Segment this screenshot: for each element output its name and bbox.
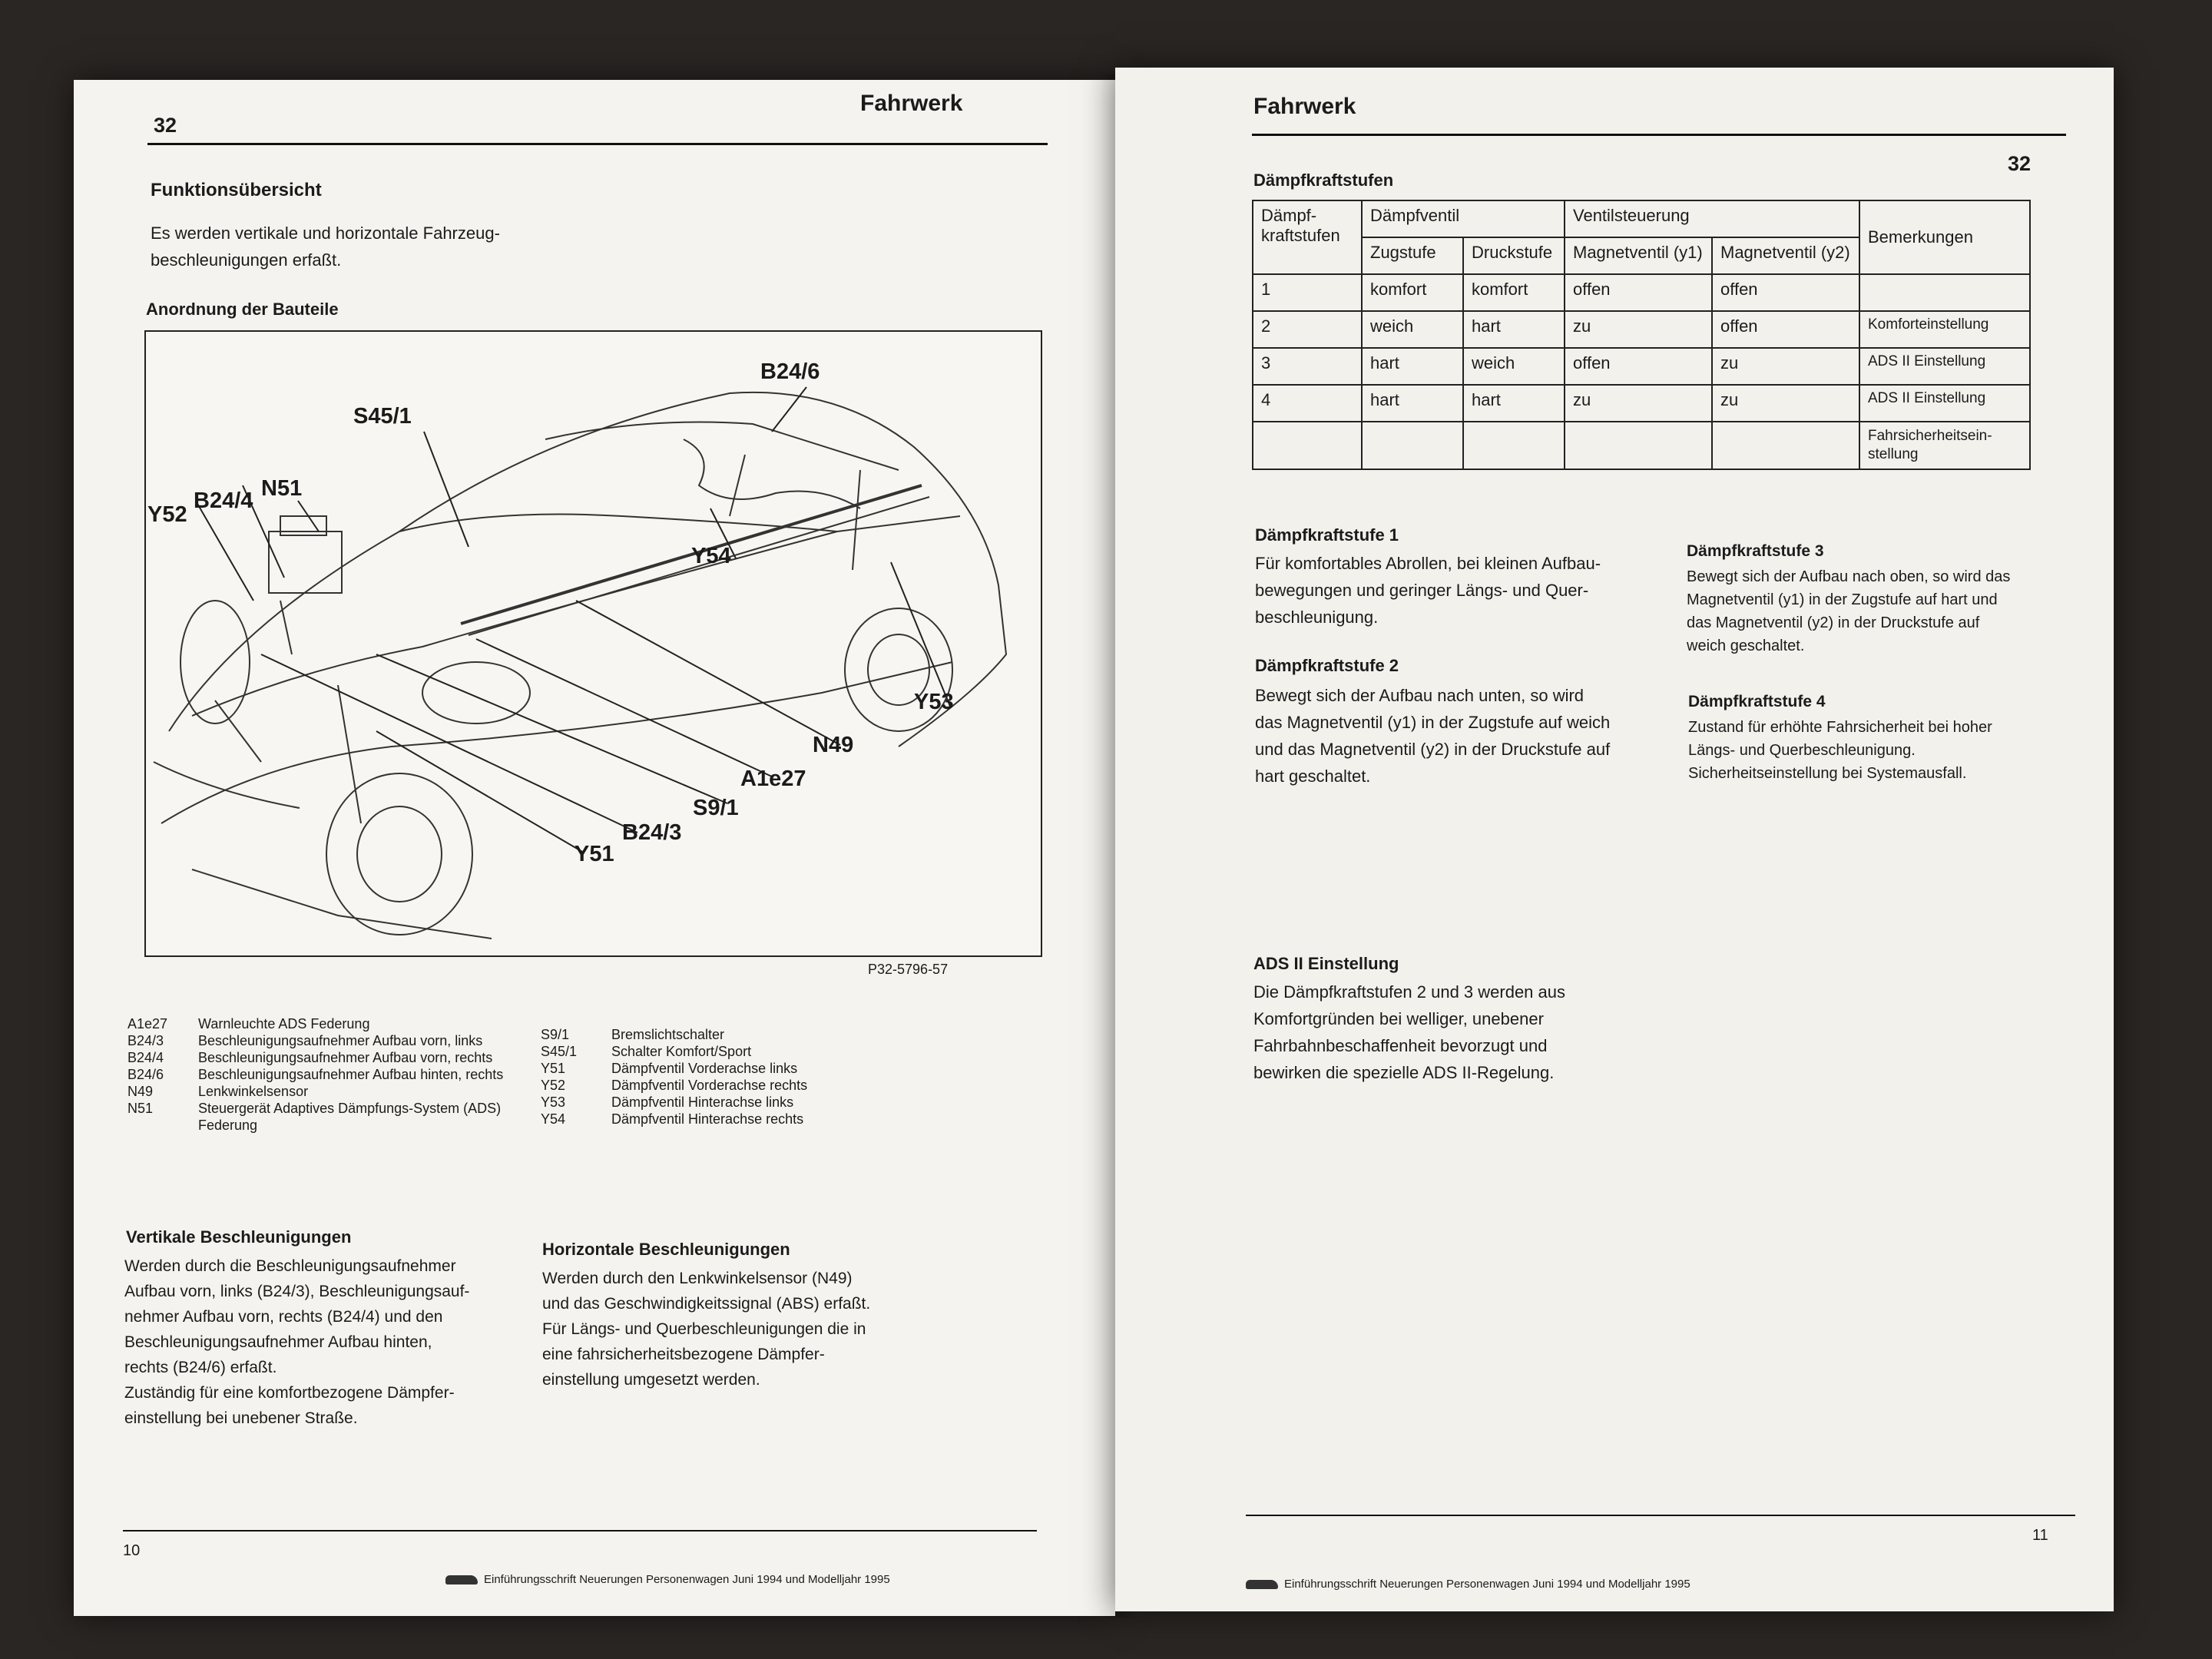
heading-anordnung: Anordnung der Bauteile xyxy=(146,300,339,319)
left-section-title: Fahrwerk xyxy=(860,91,963,116)
car-icon xyxy=(1246,1580,1278,1590)
label-n49: N49 xyxy=(813,733,854,757)
intro-line: Es werden vertikale und horizontale Fahr… xyxy=(151,224,500,243)
stufe-4-text: Zustand für erhöhte Fahrsicherheit bei h… xyxy=(1688,719,1992,782)
horizontal-text: Werden durch den Lenkwinkelsensor (N49)u… xyxy=(542,1270,871,1389)
stufe-3-text: Bewegt sich der Aufbau nach oben, so wir… xyxy=(1687,568,2011,654)
car-icon xyxy=(445,1575,478,1585)
heading-horizontal: Horizontale Beschleunigungen xyxy=(542,1240,790,1259)
heading-stufe-2: Dämpfkraftstufe 2 xyxy=(1255,656,1399,675)
table-row: Fahrsicherheitsein- stellung xyxy=(1252,421,2031,470)
left-page-number-top: 32 xyxy=(154,114,177,137)
intro-line: beschleunigungen erfaßt. xyxy=(151,250,342,270)
intro-text: Es werden vertikale und horizontale Fahr… xyxy=(151,220,500,273)
heading-vertikal: Vertikale Beschleunigungen xyxy=(126,1227,352,1247)
th-druckstufe: Druckstufe xyxy=(1462,237,1565,275)
component-diagram: B24/6 S45/1 N51 B24/4 Y52 Y54 Y53 N49 A1… xyxy=(144,330,1042,957)
label-y54: Y54 xyxy=(691,544,731,568)
right-footer: Einführungsschrift Neuerungen Personenwa… xyxy=(1246,1578,1690,1591)
right-page: Fahrwerk 32 Dämpfkraftstufen Dämpf- kraf… xyxy=(1115,68,2114,1611)
left-footer: Einführungsschrift Neuerungen Personenwa… xyxy=(445,1573,890,1586)
heading-stufe-4: Dämpfkraftstufe 4 xyxy=(1688,693,1826,710)
right-page-number-top: 32 xyxy=(2008,152,2032,175)
daempfkraft-table: Dämpf- kraftstufen Dämpfventil Ventilste… xyxy=(1252,200,2031,470)
th-steuerung: Ventilsteuerung xyxy=(1564,200,1860,238)
right-header-rule xyxy=(1252,134,2066,136)
left-footer-rule xyxy=(123,1530,1037,1532)
label-s9-1: S9/1 xyxy=(693,796,739,820)
th-y1: Magnetventil (y1) xyxy=(1564,237,1713,275)
th-stufen: Dämpf- kraftstufen xyxy=(1252,200,1363,275)
left-page: 32 Fahrwerk Funktionsübersicht Es werden… xyxy=(74,80,1115,1616)
label-s45-1: S45/1 xyxy=(353,404,412,429)
car-drawing xyxy=(153,386,1008,939)
right-footer-rule xyxy=(1246,1515,2075,1516)
label-n51: N51 xyxy=(261,476,303,501)
stufe-1-text: Für komfortables Abrollen, bei kleinen A… xyxy=(1255,554,1601,627)
th-bemerkungen: Bemerkungen xyxy=(1859,200,2031,275)
label-a1e27: A1e27 xyxy=(740,767,806,791)
th-ventil: Dämpfventil xyxy=(1361,200,1565,238)
label-y51: Y51 xyxy=(575,842,614,866)
heading-stufe-3: Dämpfkraftstufe 3 xyxy=(1687,542,1824,560)
stufe-2-text: Bewegt sich der Aufbau nach unten, so wi… xyxy=(1255,686,1611,786)
label-b24-4: B24/4 xyxy=(194,488,253,513)
th-zugstufe: Zugstufe xyxy=(1361,237,1464,275)
heading-ads: ADS II Einstellung xyxy=(1253,954,1399,973)
label-b24-3: B24/3 xyxy=(622,820,682,845)
figure-code: P32-5796-57 xyxy=(868,962,949,977)
left-page-number-bottom: 10 xyxy=(123,1542,141,1559)
label-b24-6: B24/6 xyxy=(760,359,820,384)
th-y2: Magnetventil (y2) xyxy=(1711,237,1860,275)
right-page-number-bottom: 11 xyxy=(2032,1527,2048,1544)
vertical-text: Werden durch die Beschleunigungsaufnehme… xyxy=(124,1257,470,1427)
left-header-rule xyxy=(147,143,1048,145)
heading-daempfkraftstufen: Dämpfkraftstufen xyxy=(1253,171,1394,190)
right-section-title: Fahrwerk xyxy=(1253,94,1356,119)
label-y53: Y53 xyxy=(914,690,954,714)
legend-row: Federung xyxy=(198,1118,258,1133)
heading-funktionsuebersicht: Funktionsübersicht xyxy=(151,180,322,200)
heading-stufe-1: Dämpfkraftstufe 1 xyxy=(1255,525,1399,545)
label-y52: Y52 xyxy=(147,502,187,527)
